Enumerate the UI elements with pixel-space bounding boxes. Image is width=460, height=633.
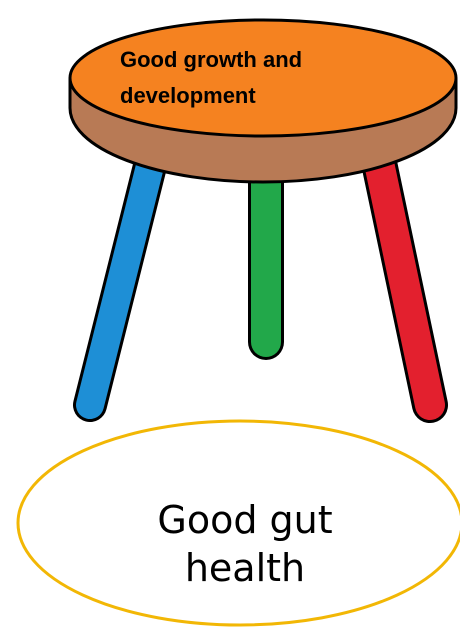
seat-label-line2: development	[120, 78, 390, 114]
base-label-line2: health	[110, 544, 380, 592]
seat-label-line1: Good growth and	[120, 42, 390, 78]
seat-label: Good growth and development	[120, 42, 390, 114]
base-label-line1: Good gut	[110, 496, 380, 544]
leg-left-fill	[90, 158, 152, 405]
base-label: Good gut health	[110, 496, 380, 592]
